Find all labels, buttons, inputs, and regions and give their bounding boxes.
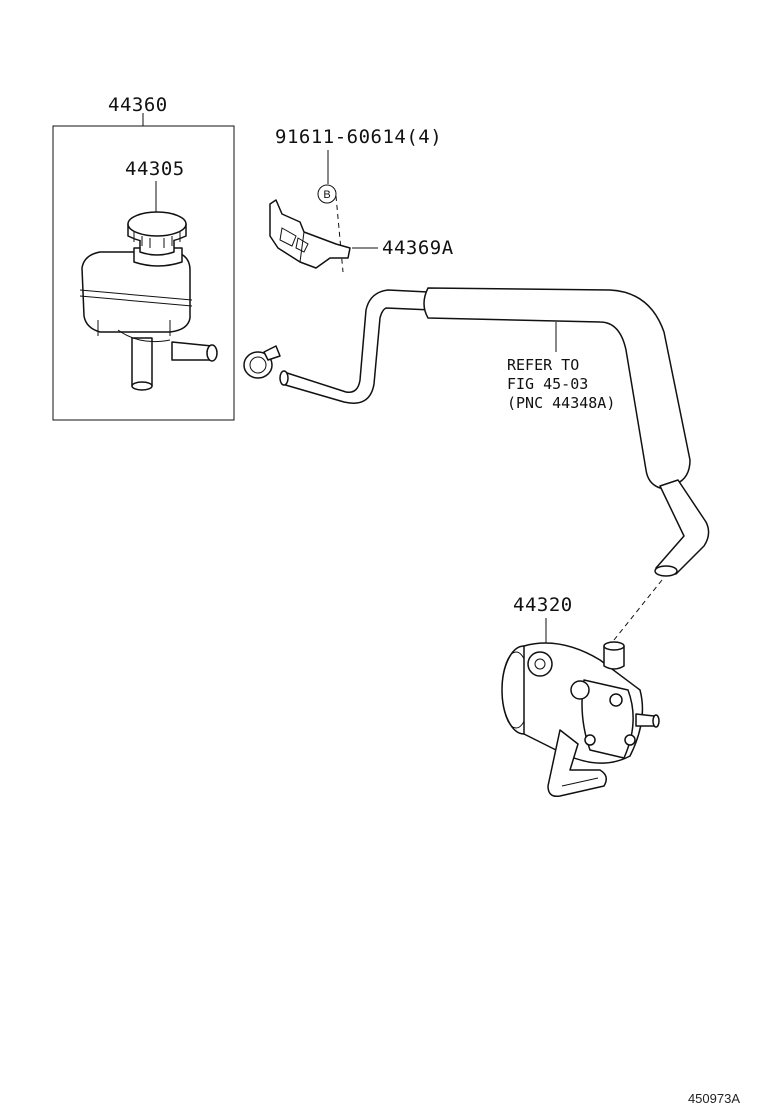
figure-id: 450973A <box>688 1091 740 1106</box>
label-44369A: 44369A <box>382 237 454 259</box>
bracket-group: 91611-60614(4) B 44369A <box>269 126 454 273</box>
bolt-dashed-line <box>335 195 344 273</box>
label-44320: 44320 <box>513 594 573 616</box>
hose-reference-line-1: REFER TO <box>507 356 579 374</box>
label-bolt: 91611-60614(4) <box>275 126 442 148</box>
bolt-marker-letter: B <box>323 189 330 201</box>
label-44305: 44305 <box>125 158 185 180</box>
power-steering-pump-group: 44320 <box>501 594 660 798</box>
reservoir-cap-drawing <box>127 211 187 256</box>
bolt-marker-circle <box>317 184 337 204</box>
hose-clamp-drawing <box>243 345 281 379</box>
return-hose-drawing: REFER TO FIG 45-03 (PNC 44348A) <box>279 287 710 577</box>
bracket-drawing <box>269 199 351 269</box>
reservoir-tank-drawing <box>79 247 218 391</box>
reservoir-assembly-group: 44360 44305 <box>52 94 235 421</box>
label-44360: 44360 <box>108 94 168 116</box>
hose-reference-line-2: FIG 45-03 <box>507 375 588 393</box>
pump-dashed-line <box>613 579 663 641</box>
hose-reference-line-3: (PNC 44348A) <box>507 394 615 412</box>
pump-drawing <box>501 641 660 798</box>
